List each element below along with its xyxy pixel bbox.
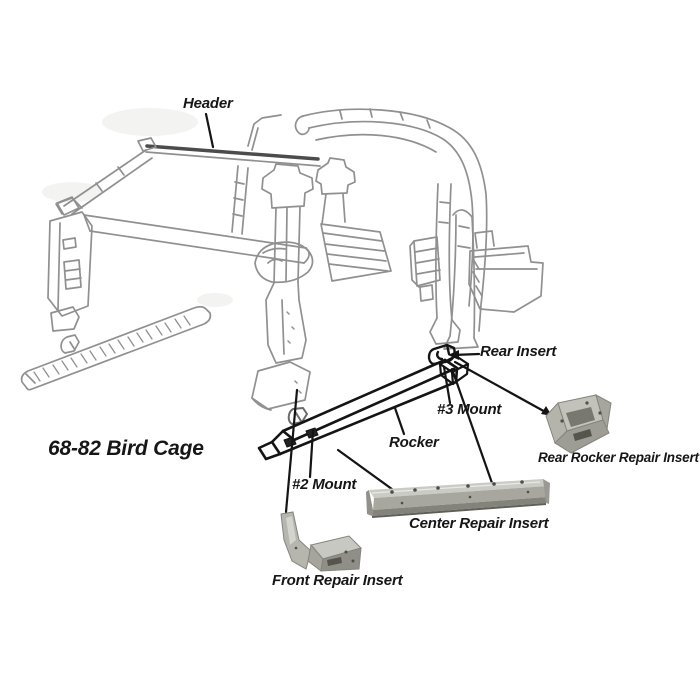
leader-lines [204, 112, 552, 514]
label-mount-3: #3 Mount [437, 401, 502, 418]
center-repair-insert-photo [366, 479, 550, 518]
label-mount-2: #2 Mount [292, 476, 357, 493]
rocker-assembly [257, 343, 470, 461]
leader-rocker [393, 406, 406, 436]
label-rear-rocker-repair-insert: Rear Rocker Repair Insert [538, 450, 699, 465]
birdcage-line-art [20, 108, 544, 425]
header-bar [137, 137, 321, 167]
leader-cowl-to-front-insert [284, 388, 299, 514]
label-rear-insert: Rear Insert [480, 343, 557, 360]
leader-mount3-left [442, 365, 452, 405]
rear-insert-clip [427, 343, 456, 366]
leader-mount2 [308, 428, 315, 479]
small-brackets [50, 306, 80, 354]
windshield-post [231, 165, 249, 235]
front-repair-insert-photo [280, 511, 362, 572]
left-sill [20, 305, 212, 391]
ribbed-pillar [315, 157, 392, 282]
lock-pillar [409, 183, 461, 345]
paper-smudges [42, 108, 233, 307]
rocker-beam [257, 358, 459, 461]
cowl-piece [251, 361, 311, 425]
rear-hoop [247, 108, 488, 332]
rear-rocker-repair-insert-photo [545, 394, 612, 454]
leader-clip-to-rear-insert-photo [453, 360, 551, 416]
leader-rocker-to-center-insert [336, 448, 398, 494]
rear-quarter-panel [468, 230, 544, 313]
leader-header [204, 112, 215, 149]
hinge-bracket [254, 241, 314, 284]
label-rocker: Rocker [389, 434, 439, 451]
center-pillar [261, 163, 314, 364]
leader-mount3-to-center-insert [450, 367, 494, 485]
diagram-title: 68-82 Bird Cage [48, 437, 204, 460]
hinge-pillar [47, 197, 93, 317]
label-header: Header [183, 95, 233, 112]
rear-insert-arrowhead [448, 350, 459, 360]
label-front-repair-insert: Front Repair Insert [272, 572, 403, 589]
label-center-repair-insert: Center Repair Insert [409, 515, 549, 532]
